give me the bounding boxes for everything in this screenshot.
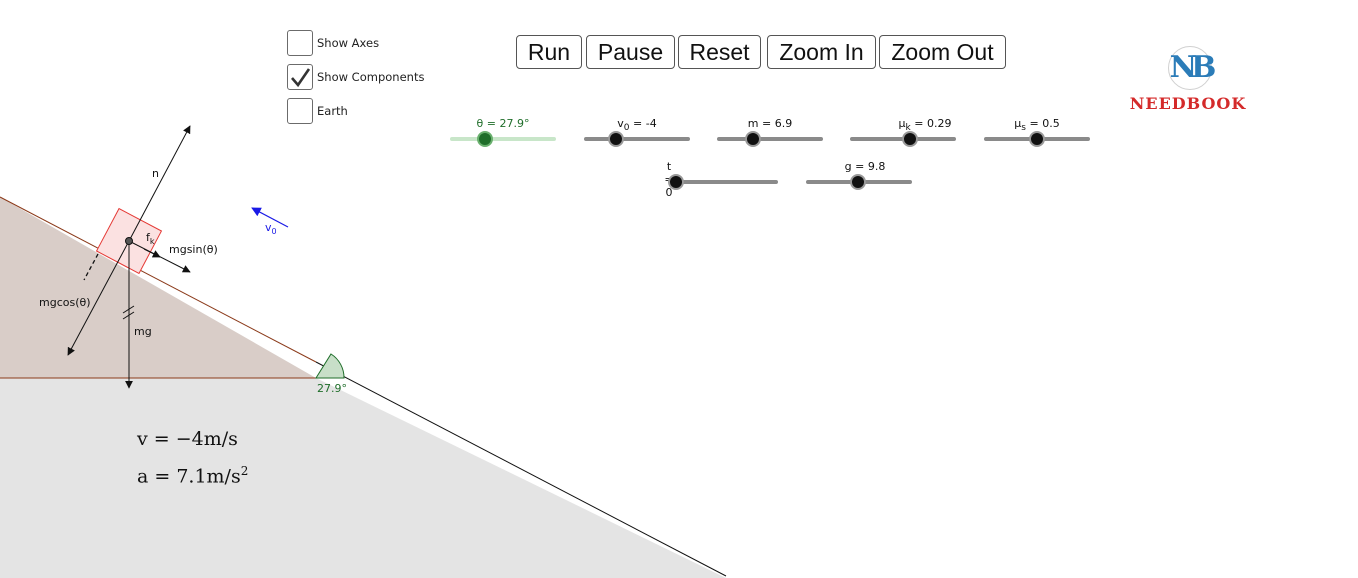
run-button[interactable]: Run xyxy=(516,35,582,69)
v0-knob[interactable] xyxy=(607,131,624,147)
mass-track[interactable] xyxy=(717,137,823,141)
tick-mark-2 xyxy=(122,311,135,320)
earth-label: Earth xyxy=(317,104,348,118)
gravity-slider[interactable]: g = 9.8 xyxy=(806,160,912,200)
block-center xyxy=(125,237,133,245)
mgcos-label: mgcos(θ) xyxy=(39,296,91,309)
show-components-checkbox[interactable]: Show Components xyxy=(287,64,424,90)
show-components-box[interactable] xyxy=(287,64,313,90)
incline-surface xyxy=(0,196,317,363)
mu-s-knob[interactable] xyxy=(1029,131,1045,147)
friction-arrow xyxy=(143,248,161,258)
time-knob[interactable] xyxy=(668,174,684,190)
velocity-readout: v = −4m/s xyxy=(137,428,238,450)
v0-caption: v0 = -4 xyxy=(584,117,690,133)
tick-mark-1 xyxy=(122,305,135,314)
v0-caption-rest: = -4 xyxy=(629,117,657,130)
extended-line xyxy=(315,361,727,577)
time-track[interactable] xyxy=(672,180,778,184)
earth-checkbox[interactable]: Earth xyxy=(287,98,348,124)
earth-box[interactable] xyxy=(287,98,313,124)
theta-track[interactable] xyxy=(450,137,556,141)
mu-k-slider[interactable]: μk = 0.29 xyxy=(850,117,956,157)
theta-knob[interactable] xyxy=(476,131,493,147)
show-axes-checkbox[interactable]: Show Axes xyxy=(287,30,379,56)
velocity-label-main: v xyxy=(265,221,272,234)
pause-button[interactable]: Pause xyxy=(586,35,675,69)
friction-label: fk xyxy=(146,231,155,246)
mg-label: mg xyxy=(134,325,152,338)
reset-button[interactable]: Reset xyxy=(678,35,761,69)
friction-label-sub: k xyxy=(150,237,155,246)
show-components-label: Show Components xyxy=(317,70,425,84)
velocity-label-sub: 0 xyxy=(272,227,277,236)
checkmark-icon xyxy=(291,68,311,88)
mu-s-caption-sub: s xyxy=(1021,123,1026,134)
mass-caption: m = 6.9 xyxy=(747,117,793,130)
mu-s-slider[interactable]: μs = 0.5 xyxy=(984,117,1090,157)
logo-monogram: NB xyxy=(1168,46,1216,90)
zoom-out-button[interactable]: Zoom Out xyxy=(879,35,1006,69)
gravity-knob[interactable] xyxy=(849,174,866,190)
mu-k-caption-main: μ xyxy=(898,117,906,130)
show-axes-label: Show Axes xyxy=(317,36,380,50)
gravity-caption: g = 9.8 xyxy=(844,160,886,173)
show-axes-box[interactable] xyxy=(287,30,313,56)
v0-slider[interactable]: v0 = -4 xyxy=(584,117,690,157)
acceleration-sup: 2 xyxy=(240,464,249,478)
theta-caption: θ = 27.9° xyxy=(476,117,530,130)
mgcos-arrow xyxy=(67,240,130,356)
velocity-label: v0 xyxy=(265,221,277,236)
mass-knob[interactable] xyxy=(745,131,762,147)
mass-slider[interactable]: m = 6.9 xyxy=(717,117,823,157)
normal-force-arrow xyxy=(128,125,191,242)
n-label: n xyxy=(152,167,159,180)
mu-k-caption: μk = 0.29 xyxy=(872,117,978,133)
mu-s-caption-rest: = 0.5 xyxy=(1025,117,1060,130)
mu-s-caption: μs = 0.5 xyxy=(984,117,1090,133)
mgsin-label: mgsin(θ) xyxy=(169,243,218,256)
ground-region xyxy=(0,378,726,578)
mu-k-caption-rest: = 0.29 xyxy=(910,117,952,130)
time-slider[interactable]: t = 0 xyxy=(664,160,778,200)
incline-triangle xyxy=(0,197,316,378)
zoom-in-button[interactable]: Zoom In xyxy=(767,35,876,69)
needbook-logo: NB NEEDBOOK xyxy=(1126,44,1250,120)
acceleration-readout: a = 7.1m/s2 xyxy=(137,464,248,487)
dashed-component xyxy=(83,253,99,281)
mu-s-caption-main: μ xyxy=(1014,117,1022,130)
theta-slider[interactable]: θ = 27.9° xyxy=(450,117,556,157)
friction-label-main: f xyxy=(146,231,151,244)
mu-k-caption-sub: k xyxy=(905,123,911,134)
v0-caption-sub: 0 xyxy=(623,123,630,134)
angle-arc xyxy=(315,353,345,379)
velocity-arrow xyxy=(251,207,289,228)
mu-k-knob[interactable] xyxy=(902,131,919,147)
logo-wordmark: NEEDBOOK xyxy=(1129,94,1247,113)
v0-track[interactable] xyxy=(584,137,690,141)
angle-label: 27.9° xyxy=(317,382,347,395)
v0-caption-main: v xyxy=(617,117,624,130)
acceleration-main: a = 7.1m/s xyxy=(137,465,241,488)
